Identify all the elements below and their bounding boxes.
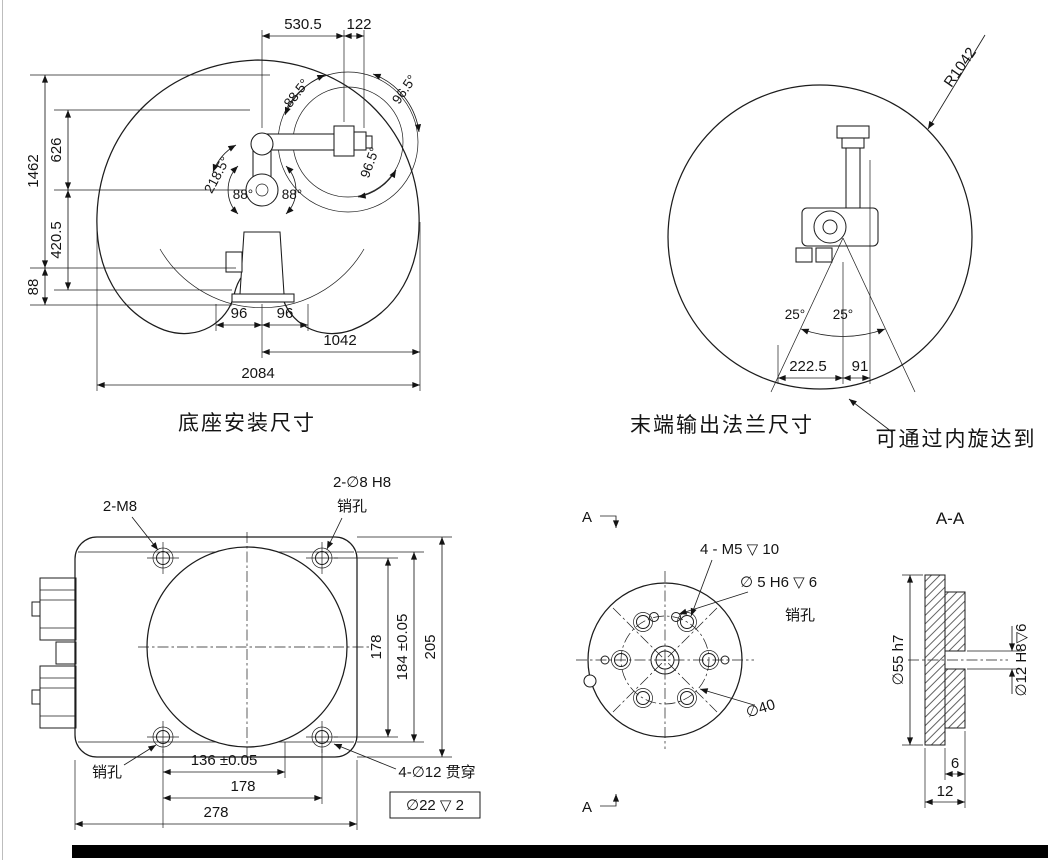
caption-base-view: 底座安装尺寸 bbox=[178, 412, 316, 435]
robot-top-schematic bbox=[795, 125, 879, 263]
center-bore bbox=[138, 532, 370, 766]
plate-dimensions: 178 184 ±0.05 205 136 ±0.05 178 278 bbox=[74, 536, 452, 830]
dim-122: 122 bbox=[346, 16, 371, 33]
dim-1462: 1462 bbox=[25, 154, 42, 187]
counterbore-box bbox=[389, 791, 481, 819]
dim-d55-h7: ∅55 h7 bbox=[890, 635, 907, 686]
dim-178-vert: 178 bbox=[368, 634, 385, 659]
dim-222-5: 222.5 bbox=[789, 358, 827, 375]
angle-j2-left: 88° bbox=[233, 187, 253, 202]
flange-notch bbox=[583, 674, 597, 688]
dim-96-right: 96 bbox=[277, 305, 294, 322]
label-pin-hole-top: 销孔 bbox=[337, 498, 367, 515]
section-aa: A-A ∅55 h7 ∅12 H8▽6 6 12 bbox=[890, 509, 1030, 808]
hole-top-right bbox=[306, 542, 338, 574]
dim-6: 6 bbox=[951, 755, 959, 772]
section-mark-a-top: A bbox=[582, 509, 592, 526]
section-marks: A A bbox=[582, 509, 620, 816]
corner-holes bbox=[147, 542, 338, 753]
angle-j2-right: 88° bbox=[282, 187, 302, 202]
dim-178-horiz: 178 bbox=[230, 778, 255, 795]
label-d40: ∅40 bbox=[744, 696, 778, 721]
dim-d12-h8: ∅12 H8▽6 bbox=[1013, 624, 1030, 697]
view-work-envelope-top: R1042 25° 25° 222.5 91 末端输出法兰尺寸 可通过内旋达到 bbox=[630, 34, 1037, 451]
view-base-plate: 2-M8 2-∅8 H8 销孔 销孔 4-∅12 贯穿 ∅22 ▽ 2 178 … bbox=[31, 474, 481, 830]
angle-25-left: 25° bbox=[785, 307, 805, 322]
label-2-m8: 2-M8 bbox=[103, 498, 137, 515]
hole-bottom-left bbox=[147, 721, 179, 753]
label-4-m5: 4 - M5 ▽ 10 bbox=[700, 541, 779, 558]
side-connector-brackets bbox=[31, 577, 77, 729]
dim-136: 136 ±0.05 bbox=[191, 752, 258, 769]
plate-labels: 2-M8 2-∅8 H8 销孔 销孔 4-∅12 贯穿 ∅22 ▽ 2 bbox=[92, 474, 481, 819]
dim-205: 205 bbox=[422, 634, 439, 659]
view-flange-detail: A A 4 - M5 ▽ 10 ∅ 5 H6 ▽ 6 销孔 ∅40 A-A ∅5… bbox=[576, 509, 1030, 816]
dim-2084: 2084 bbox=[241, 365, 274, 382]
dim-530-5: 530.5 bbox=[284, 16, 322, 33]
label-pin-hole: 销孔 bbox=[785, 607, 815, 624]
dim-r1042: R1042 bbox=[941, 44, 980, 90]
dim-626: 626 bbox=[48, 137, 65, 162]
dim-278: 278 bbox=[203, 804, 228, 821]
label-counterbore: ∅22 ▽ 2 bbox=[406, 797, 464, 814]
robot-side-schematic bbox=[225, 125, 373, 303]
dim-1042: 1042 bbox=[323, 332, 356, 349]
label-2-d8-h8: 2-∅8 H8 bbox=[333, 474, 391, 491]
dim-91: 91 bbox=[852, 358, 869, 375]
label-4-d12-through: 4-∅12 贯穿 bbox=[398, 764, 475, 781]
caption-flange-view: 末端输出法兰尺寸 bbox=[630, 414, 814, 437]
dim-96-left: 96 bbox=[231, 305, 248, 322]
sheet-frame-left bbox=[2, 0, 3, 860]
dim-88: 88 bbox=[25, 279, 42, 296]
bolt-circle bbox=[620, 615, 710, 705]
dim-12: 12 bbox=[937, 783, 954, 800]
top-view-dimensions: 222.5 91 bbox=[777, 160, 871, 384]
dim-420-5: 420.5 bbox=[48, 221, 65, 259]
section-mark-a-bottom: A bbox=[582, 799, 592, 816]
radius-callout: R1042 bbox=[927, 34, 986, 130]
hole-bottom-right bbox=[306, 721, 338, 753]
side-view-dimensions: 530.5 122 1462 88 626 420.5 96 96 bbox=[25, 16, 421, 391]
reach-circle bbox=[667, 84, 973, 390]
view-work-envelope-side: 96.5° 88.5° 96.5° 218.5° 88° 88° 530.5 1… bbox=[25, 16, 422, 435]
label-pin-hole-bottom: 销孔 bbox=[92, 764, 122, 781]
flange-labels: 4 - M5 ▽ 10 ∅ 5 H6 ▽ 6 销孔 ∅40 bbox=[678, 541, 817, 721]
title-block-bar bbox=[72, 845, 1048, 858]
section-title: A-A bbox=[936, 509, 965, 528]
angle-wrist-upper: 96.5° bbox=[389, 72, 419, 107]
label-d5-h6: ∅ 5 H6 ▽ 6 bbox=[740, 574, 817, 591]
dim-184: 184 ±0.05 bbox=[394, 614, 411, 681]
reach-note: 可通过内旋达到 bbox=[876, 428, 1037, 451]
m5-holes bbox=[611, 612, 719, 708]
pin-holes bbox=[600, 612, 730, 665]
reach-note-arrow bbox=[848, 398, 893, 433]
flange-face bbox=[576, 571, 754, 749]
hole-top-left bbox=[147, 542, 179, 574]
